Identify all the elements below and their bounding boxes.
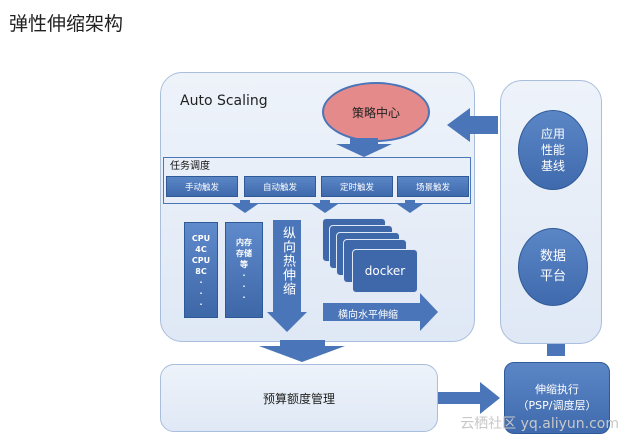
app-baseline-label: 应用 性能 基线 [540,127,565,173]
app-baseline-circle: 应用 性能 基线 [518,110,588,190]
horizontal-scaling-label: 横向水平伸缩 [338,310,398,321]
page-title: 弹性伸缩架构 [9,13,124,35]
trigger-scheduled[interactable]: 定时触发 [321,176,393,197]
executor-box: 伸缩执行 （PSP/调度层） [504,362,610,434]
arrow-horizontal-scaling [323,293,438,331]
task-schedule-box [163,157,471,204]
data-platform-circle: 数据 平台 [518,228,588,306]
arrow-right-executor [438,382,500,414]
vertical-scaling-arrow [267,220,307,332]
arrow-down-strategy [336,138,392,157]
trigger-auto[interactable]: 自动触发 [244,176,316,197]
arrow-down-budget [259,340,345,362]
arrow-down-1 [232,200,258,213]
cpu-column-text: CPU 4C CPU 8C · · · [191,234,211,309]
trigger-manual[interactable]: 手动触发 [166,176,238,197]
cpu-column: CPU 4C CPU 8C · · · [184,222,218,318]
vertical-scaling-label: 纵向热伸缩 [280,226,295,296]
arrow-left-into-strategy [447,108,498,142]
arrow-down-2 [312,200,338,213]
task-schedule-label: 任务调度 [170,161,210,172]
budget-box: 预算额度管理 [160,364,438,432]
trigger-scenario[interactable]: 场景触发 [397,176,469,197]
data-platform-label: 数据 平台 [539,249,566,284]
executor-label: 伸缩执行 （PSP/调度层） [517,383,597,412]
storage-column: 内存 存储 等 · · · [225,222,263,318]
strategy-center-circle: 策略中心 [322,82,430,142]
strategy-center-label: 策略中心 [351,105,400,120]
budget-label: 预算额度管理 [262,391,335,406]
docker-card-front: docker [352,249,418,293]
storage-column-text: 内存 存储 等 · · · [236,238,252,302]
auto-scaling-label: Auto Scaling [180,93,268,109]
arrow-down-3 [397,200,423,213]
docker-label: docker [364,264,406,278]
watermark: 云栖社区 yq.aliyun.com [460,416,619,432]
